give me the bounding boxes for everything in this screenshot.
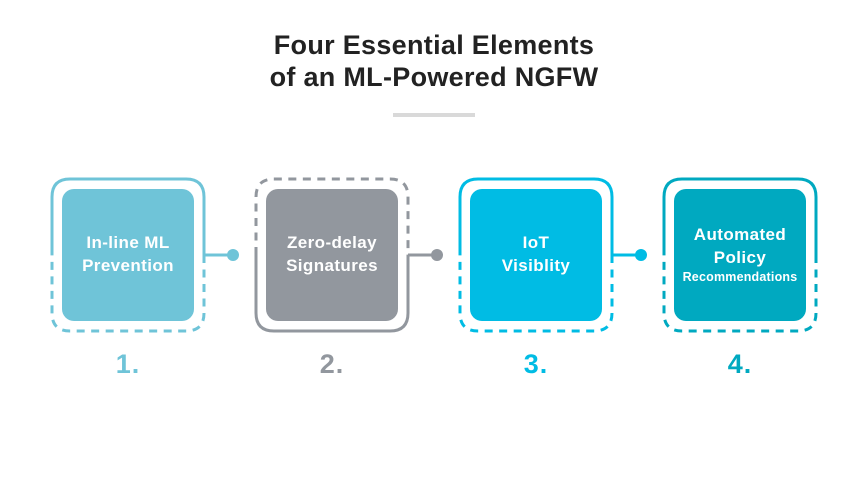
card-number: 3. [523, 348, 549, 379]
card-label-line: Prevention [82, 255, 174, 275]
card-label-line: Zero-delay [287, 233, 377, 253]
card-border [50, 177, 206, 333]
connector-line [204, 248, 239, 261]
card-border [662, 177, 818, 333]
card-number: 1. [115, 348, 141, 379]
card-label-line: In-line ML [86, 233, 170, 253]
card-label-line: Automated [693, 225, 787, 245]
connector-dot [431, 248, 443, 261]
page-title-line1: Four Essential Elements [273, 30, 595, 60]
card-label-line: Visiblity [501, 255, 571, 275]
connector-line [612, 248, 647, 261]
title-divider [393, 112, 475, 117]
card-label-line: Policy [713, 247, 767, 267]
card-label-line: Signatures [286, 255, 378, 275]
card-sub-label: Recommendations [682, 270, 798, 285]
connector-line [408, 248, 443, 261]
card-border [458, 177, 614, 333]
card-label-line: IoT [522, 233, 550, 253]
connector-dot [227, 248, 239, 261]
card-border [254, 177, 410, 333]
page-title-line2: of an ML-Powered NGFW [269, 61, 599, 92]
page-title: Four Essential Elements of an ML-Powered… [0, 30, 868, 94]
card-number: 2. [319, 348, 345, 379]
card-number: 4. [727, 348, 753, 379]
connector-dot [635, 248, 647, 261]
